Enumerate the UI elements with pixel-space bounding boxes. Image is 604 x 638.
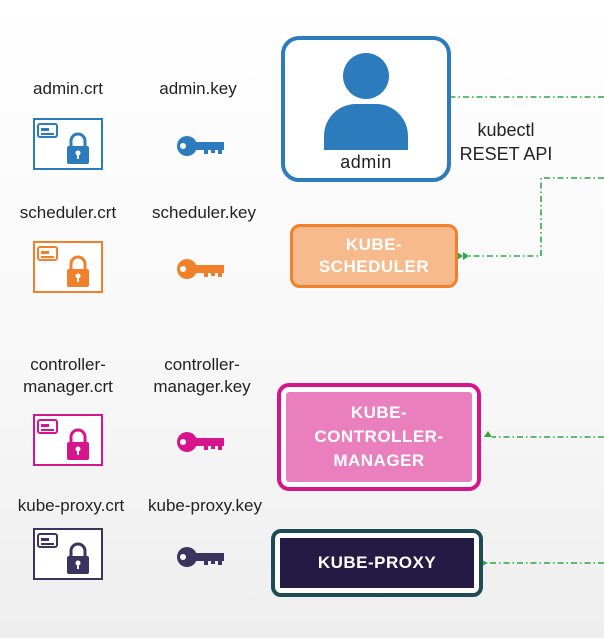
controller-manager-crt-line1: controller- — [30, 355, 106, 374]
user-icon — [324, 53, 408, 150]
kube-proxy-key-icon — [177, 547, 224, 567]
controller-manager-crt-label: controller- manager.crt — [16, 354, 120, 398]
admin-crt-label: admin.crt — [33, 79, 103, 98]
kube-scheduler-line2: SCHEDULER — [318, 257, 430, 276]
controller-manager-key-label: controller- manager.key — [146, 354, 258, 398]
kube-controller-manager-inner: KUBE- CONTROLLER- MANAGER — [286, 392, 472, 482]
kube-proxy-key-label: kube-proxy.key — [147, 496, 262, 515]
kube-scheduler-line1: KUBE- — [345, 235, 403, 254]
scheduler-certificate-icon — [33, 241, 103, 293]
admin-key-icon — [177, 136, 224, 156]
controller-manager-arrow — [484, 431, 492, 437]
controller-manager-key-line1: controller- — [164, 355, 240, 374]
admin-certificate-icon — [33, 118, 103, 170]
admin-key-label: admin.key — [159, 79, 237, 98]
scheduler-crt-label: scheduler.crt — [19, 203, 117, 222]
scheduler-arrow — [457, 252, 463, 260]
controller-manager-key-icon — [177, 432, 224, 452]
kube-proxy-certificate-icon — [33, 528, 103, 580]
kube-controller-manager-line2: CONTROLLER- — [314, 427, 444, 446]
kube-proxy-crt-label: kube-proxy.crt — [17, 496, 125, 515]
controller-manager-key-line2: manager.key — [153, 377, 251, 396]
kube-controller-manager-line3: MANAGER — [333, 451, 425, 470]
rest-api-text: RESET API — [459, 144, 553, 164]
kube-proxy-inner: KUBE-PROXY — [280, 538, 474, 588]
kube-controller-manager-box: KUBE- CONTROLLER- MANAGER — [277, 383, 481, 491]
kube-scheduler-box: KUBE- SCHEDULER — [290, 224, 458, 288]
scheduler-connector — [466, 177, 604, 257]
admin-user-box: admin — [281, 36, 451, 182]
controller-manager-certificate-icon — [33, 414, 103, 466]
kube-proxy-box: KUBE-PROXY — [271, 529, 483, 597]
kube-controller-manager-line1: KUBE- — [350, 403, 408, 422]
controller-manager-crt-line2: manager.crt — [23, 377, 113, 396]
kube-proxy-arrow — [482, 560, 488, 566]
admin-user-label: admin — [340, 152, 392, 172]
kubectl-label: kubectl RESET API — [456, 118, 556, 166]
scheduler-key-icon — [177, 259, 224, 279]
scheduler-arrow — [463, 252, 469, 260]
kubectl-text: kubectl — [477, 120, 535, 140]
scheduler-key-label: scheduler.key — [152, 203, 256, 222]
